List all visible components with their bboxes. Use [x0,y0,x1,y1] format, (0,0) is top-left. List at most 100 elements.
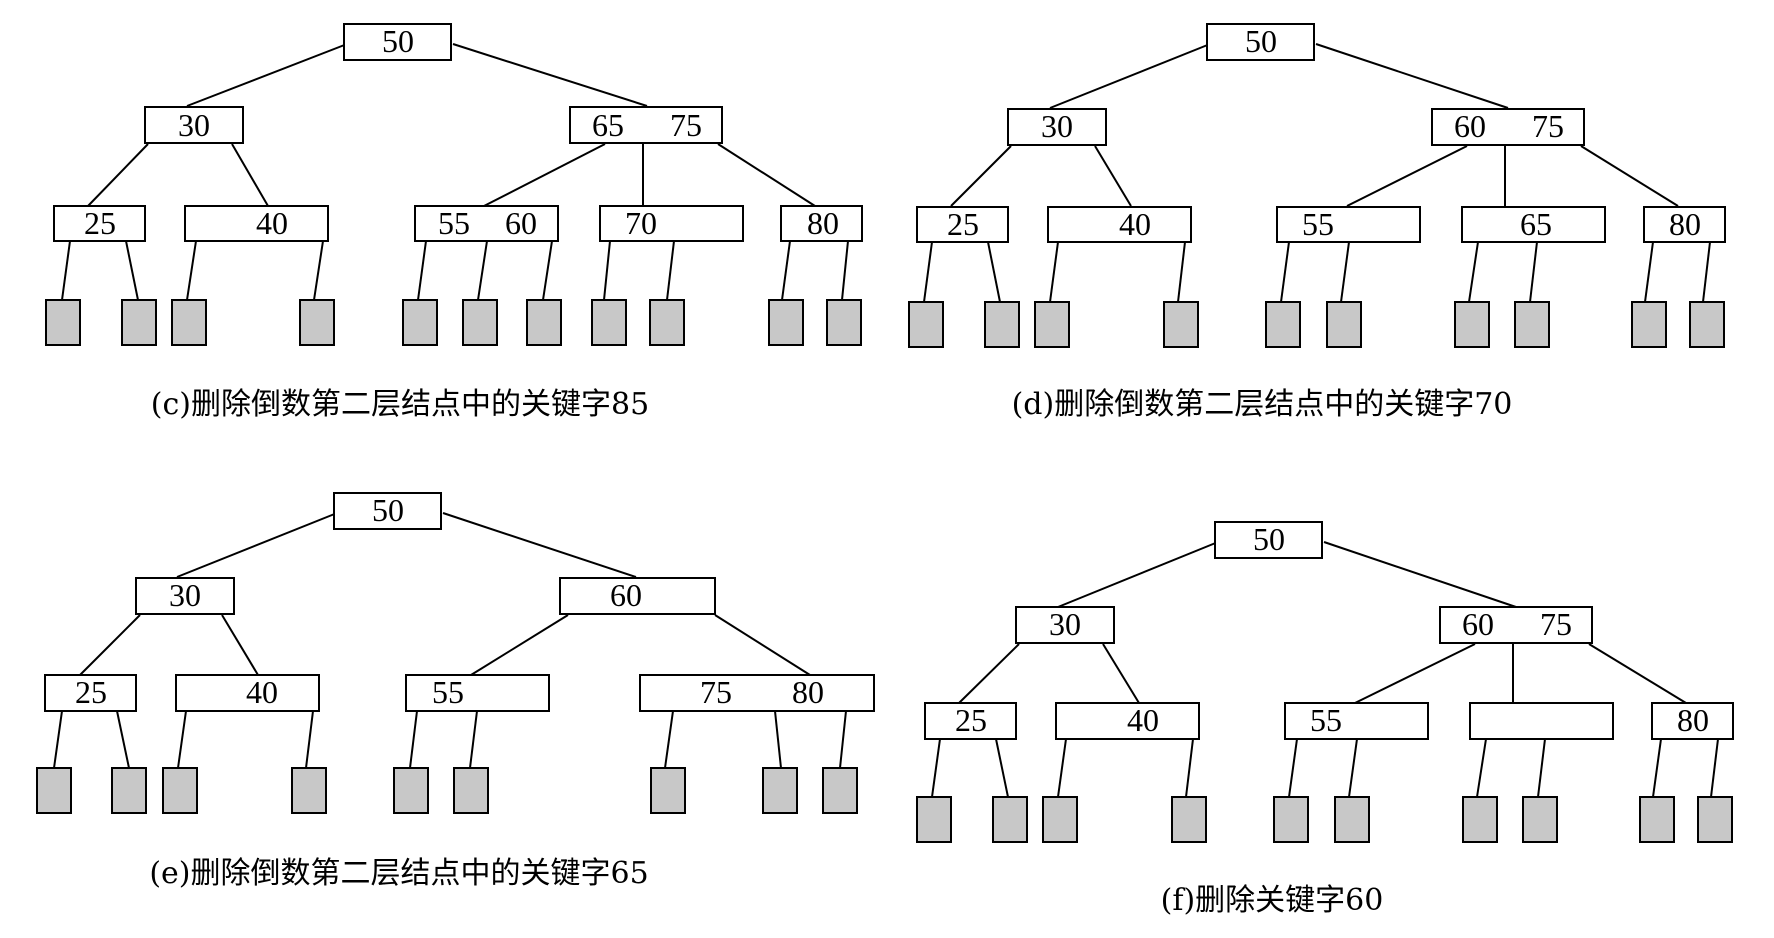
leaf-node [36,767,72,814]
btree-node-40: 40 [1047,206,1192,243]
btree-node-70: 70 [599,205,744,242]
btree-node-80: 80 [780,205,863,242]
leaf-node [1514,301,1550,348]
panel-e-leaves [36,767,858,814]
leaf-node [591,299,627,346]
leaf-node [1265,301,1301,348]
leaf-node [299,299,335,346]
node-key: 30 [1049,606,1081,642]
node-key: 80 [792,674,824,710]
btree-node-25: 25 [53,205,146,242]
node-key: 80 [1669,206,1701,242]
panel-e: 50 30 60 25 40 55 75 80 [36,492,875,891]
leaf-node [1462,796,1498,843]
leaf-node [826,299,862,346]
leaf-node [1273,796,1309,843]
btree-node-30: 30 [1007,108,1107,146]
btree-node-30: 30 [1015,606,1115,644]
btree-node-75-80: 75 80 [639,674,875,712]
node-key: 25 [75,674,107,710]
btree-node-root: 50 [1206,23,1315,61]
leaf-node [1689,301,1725,348]
btree-node-60: 60 [559,577,716,615]
node-key: 65 [1520,206,1552,242]
panel-c: 50 30 65 75 25 40 55 60 70 [45,23,863,422]
panel-f-leaves [916,796,1733,843]
node-key: 25 [947,206,979,242]
btree-node-55-60: 55 60 [414,205,559,242]
btree-node-25: 25 [44,674,137,712]
panel-e-edges [53,512,847,769]
btree-node-root: 50 [343,23,452,61]
leaf-node [45,299,81,346]
leaf-node [121,299,157,346]
node-key: 30 [169,577,201,613]
btree-node-25: 25 [924,702,1017,740]
btree-node-empty [1469,702,1614,740]
btree-node-60-75: 60 75 [1439,606,1593,644]
node-key: 55 [438,205,470,241]
btree-node-30: 30 [135,577,235,615]
btree-node-40: 40 [1055,702,1200,740]
node-key: 75 [700,674,732,710]
leaf-node [1034,301,1070,348]
leaf-node [916,796,952,843]
leaf-node [453,767,489,814]
btree-node-60-75: 60 75 [1431,108,1585,146]
node-key: 75 [670,107,702,143]
leaf-node [992,796,1028,843]
panel-f: 50 30 60 75 25 40 55 80 [916,521,1734,918]
panel-d-edges [923,43,1711,303]
node-key: 75 [1532,108,1564,144]
leaf-node [768,299,804,346]
leaf-node [393,767,429,814]
leaf-node [1163,301,1199,348]
node-key: 30 [178,107,210,143]
node-key: 50 [1245,23,1277,59]
panel-d-leaves [908,301,1725,348]
leaf-node [1042,796,1078,843]
btree-node-root: 50 [333,492,442,530]
btree-node-40: 40 [175,674,320,712]
node-key: 25 [84,205,116,241]
panel-d: 50 30 60 75 25 40 55 65 80 [908,23,1726,422]
leaf-node [1334,796,1370,843]
panel-c-edges [61,43,849,301]
btree-node-40: 40 [184,205,329,242]
leaf-node [526,299,562,346]
btree-node-55: 55 [405,674,550,712]
caption-f: (f)删除关键字60 [1161,883,1384,918]
leaf-node [649,299,685,346]
btree-node-55: 55 [1276,206,1421,243]
node-key: 80 [807,205,839,241]
btree-node-80: 80 [1651,702,1734,740]
leaf-node [171,299,207,346]
btree-node-65-75: 65 75 [569,106,723,144]
leaf-node [1454,301,1490,348]
leaf-node [650,767,686,814]
btree-node-25: 25 [916,206,1009,243]
node-key: 55 [1302,206,1334,242]
btree-node-root: 50 [1214,521,1323,559]
panel-c-leaves [45,299,862,346]
node-key: 50 [382,23,414,59]
leaf-node [1639,796,1675,843]
leaf-node [822,767,858,814]
leaf-node [1326,301,1362,348]
leaf-node [908,301,944,348]
leaf-node [402,299,438,346]
node-key: 60 [1454,108,1486,144]
node-key: 55 [1310,702,1342,738]
caption-e: (e)删除倒数第二层结点中的关键字65 [149,856,648,891]
leaf-node [1171,796,1207,843]
caption-c: (c)删除倒数第二层结点中的关键字85 [151,387,649,422]
leaf-node [1522,796,1558,843]
node-key: 40 [246,674,278,710]
node-key: 40 [1127,702,1159,738]
caption-d: (d)删除倒数第二层结点中的关键字70 [1012,387,1513,422]
leaf-node [162,767,198,814]
leaf-node [762,767,798,814]
node-key: 40 [1119,206,1151,242]
